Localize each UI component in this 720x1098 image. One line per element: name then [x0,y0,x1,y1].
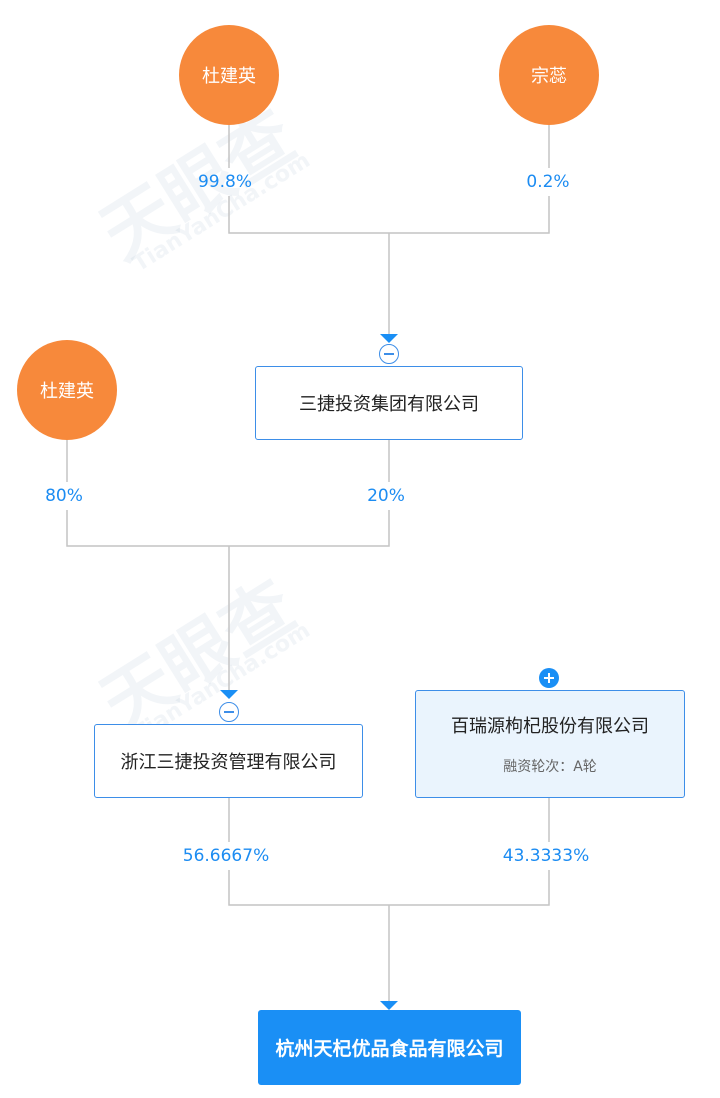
collapse-icon[interactable] [379,344,399,364]
arrow-down-icon [380,334,398,343]
expand-icon[interactable] [539,668,559,688]
shareholder-du-jianying[interactable]: 杜建英 [179,25,279,125]
company-zhejiang-sanjie[interactable]: 浙江三捷投资管理有限公司 [94,724,363,798]
funding-round-label: 融资轮次：A轮 [503,759,597,775]
arrow-down-icon [220,690,238,699]
share-percent: 20% [367,486,405,506]
share-percent: 43.3333% [502,846,590,866]
share-percent: 0.2% [526,172,570,192]
company-name: 杭州天杞优品食品有限公司 [275,1038,504,1060]
shareholder-du-jianying-2[interactable]: 杜建英 [17,340,117,440]
share-percent: 56.6667% [182,846,270,866]
company-bairui[interactable]: 百瑞源枸杞股份有限公司 融资轮次：A轮 [415,690,685,798]
share-percent: 80% [45,486,83,506]
company-sanjie-group[interactable]: 三捷投资集团有限公司 [255,366,523,440]
shareholder-zong-rui[interactable]: 宗蕊 [499,25,599,125]
target-company[interactable]: 杭州天杞优品食品有限公司 [258,1010,521,1085]
company-name: 三捷投资集团有限公司 [299,394,479,415]
arrow-down-icon [380,1001,398,1010]
collapse-icon[interactable] [219,702,239,722]
share-percent: 99.8% [197,172,252,192]
company-name: 百瑞源枸杞股份有限公司 [451,716,649,737]
company-name: 浙江三捷投资管理有限公司 [120,752,337,773]
